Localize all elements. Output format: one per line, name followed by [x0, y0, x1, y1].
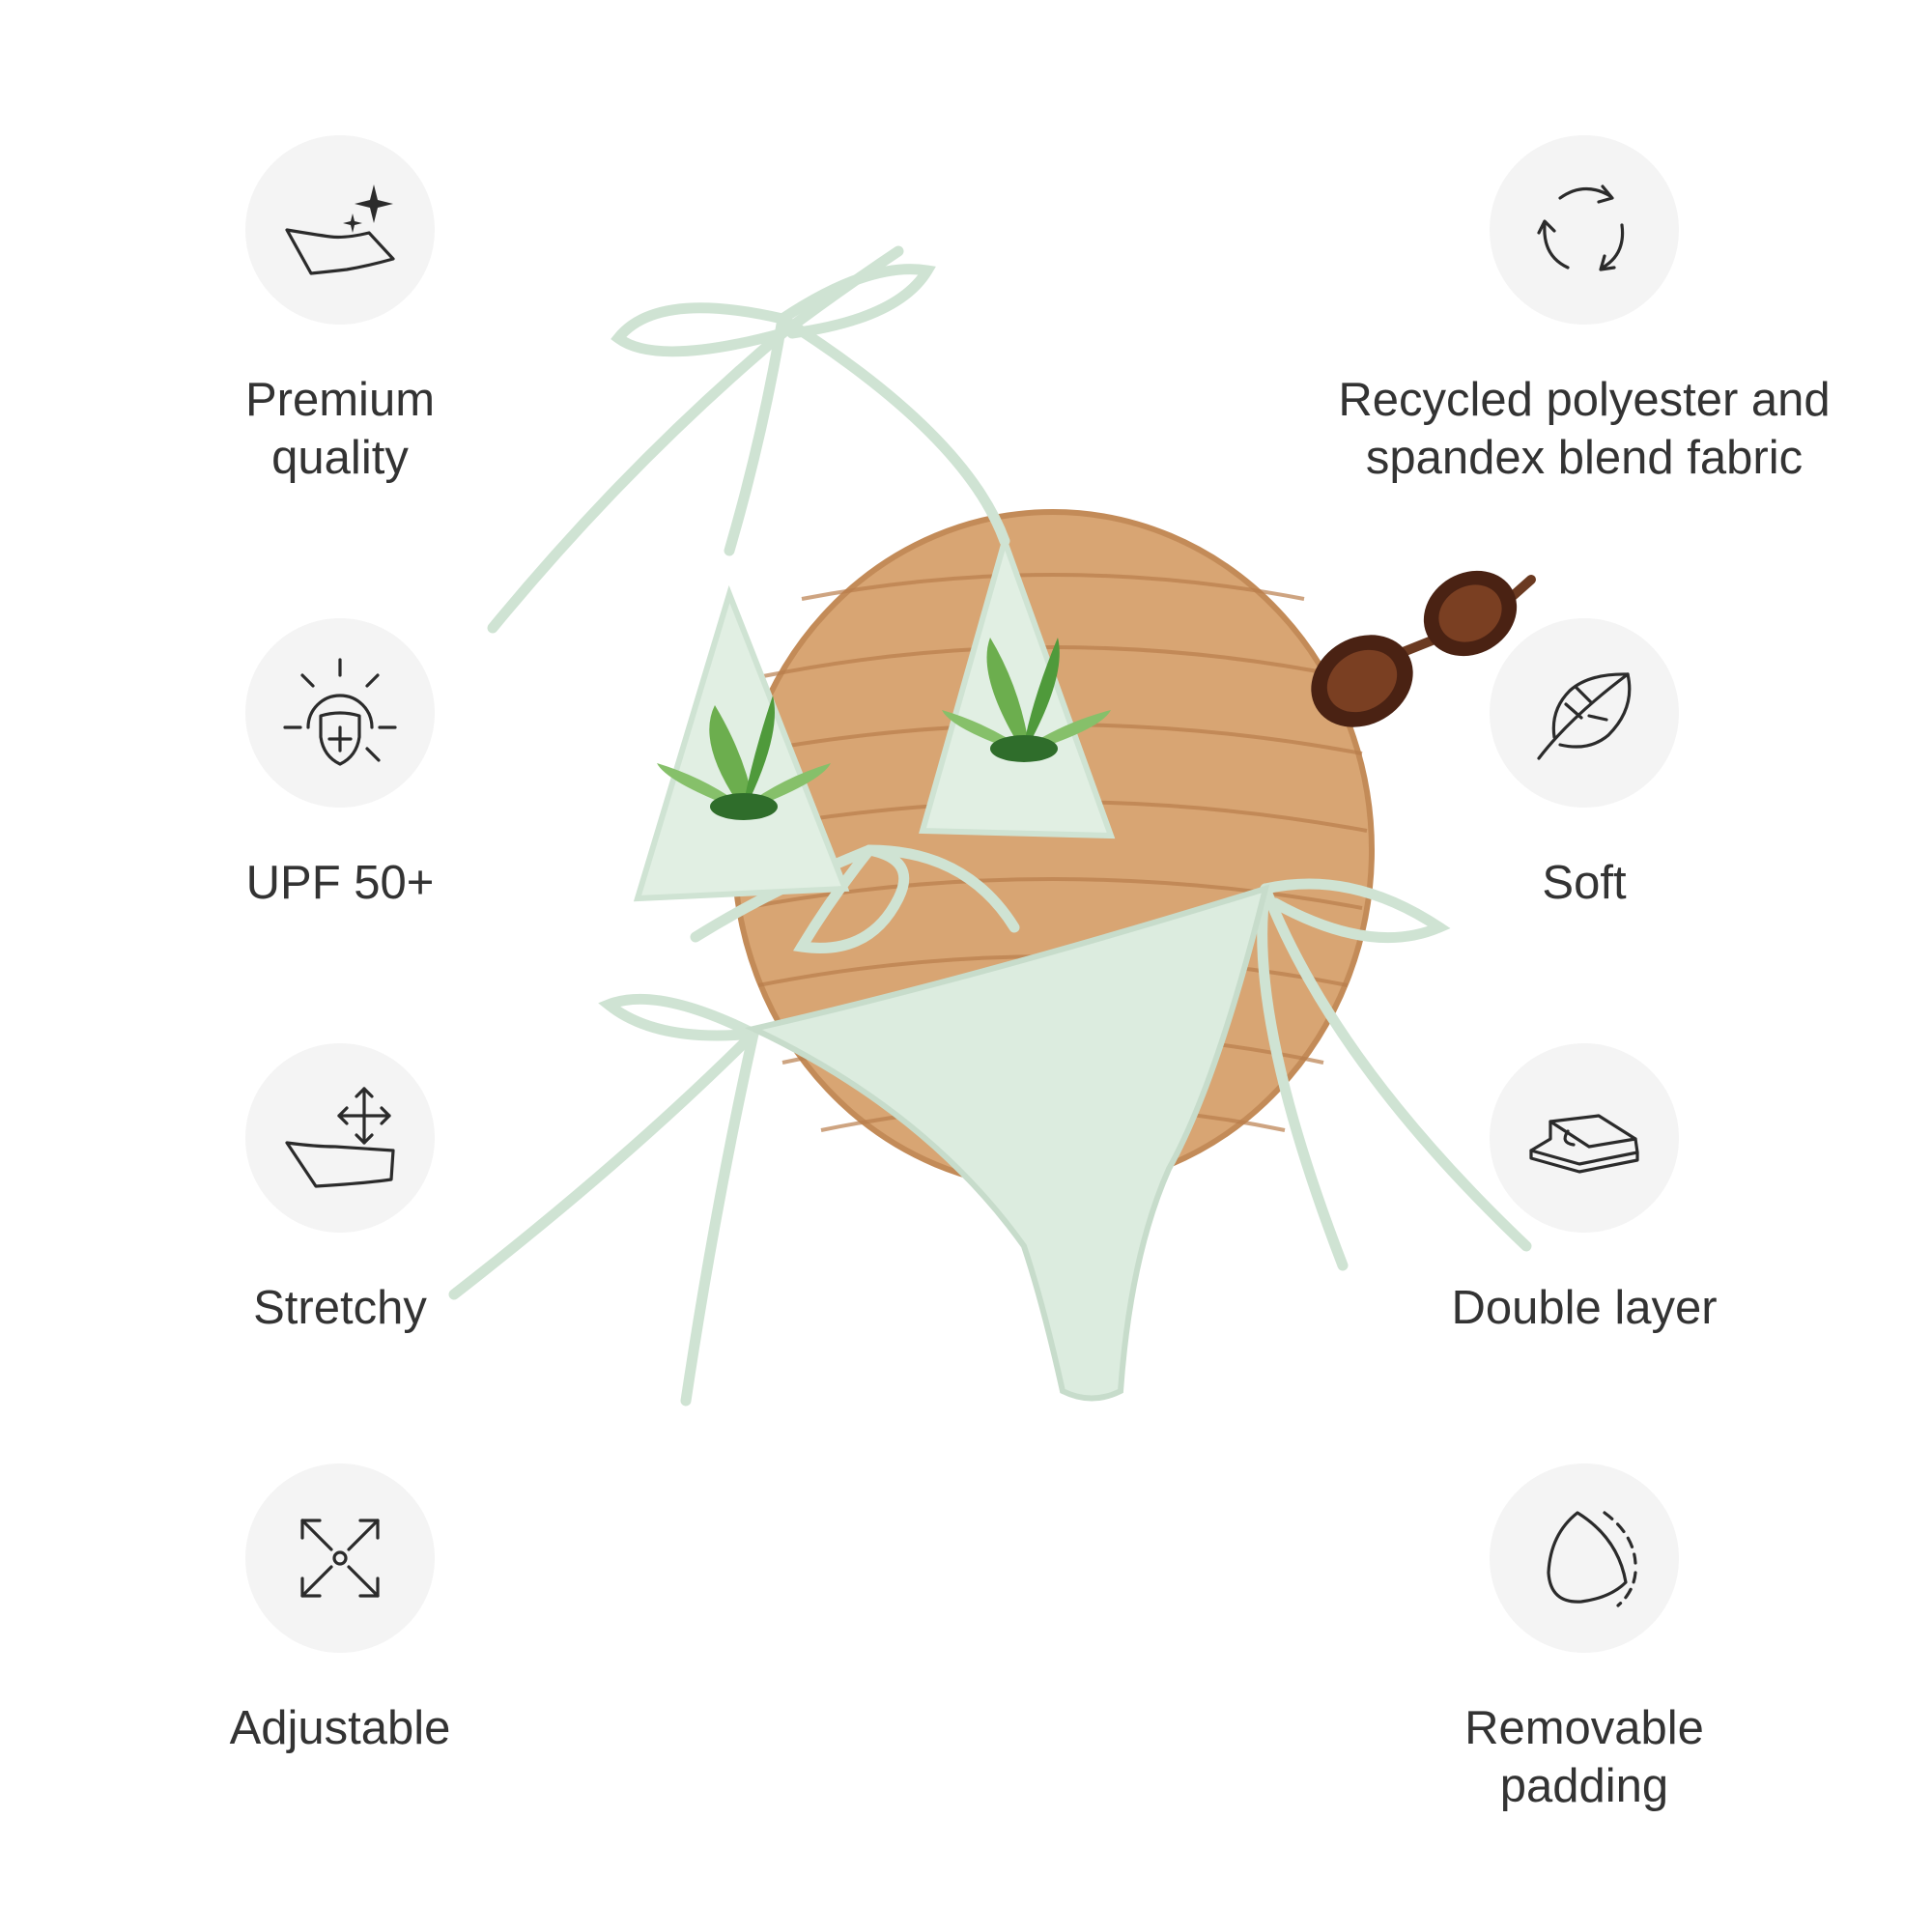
feature-recycled-fabric: Recycled polyester and spandex blend fab…	[1314, 135, 1855, 487]
recycle-icon	[1537, 185, 1625, 271]
bikini-strings	[448, 245, 1532, 1406]
feature-removable-padding: Removable padding	[1314, 1463, 1855, 1815]
feature-label: Removable padding	[1464, 1702, 1704, 1812]
feature-label: Recycled polyester and spandex blend fab…	[1338, 374, 1831, 484]
sun-shield-icon	[283, 658, 397, 766]
icon-circle	[1490, 135, 1679, 325]
icon-circle	[1490, 618, 1679, 808]
feature-soft: Soft	[1314, 618, 1855, 912]
bikini-top	[633, 531, 1116, 902]
padding-cup-icon	[1547, 1511, 1637, 1607]
feature-label: Soft	[1542, 857, 1627, 909]
icon-circle	[245, 135, 435, 325]
feature-premium-quality: Premium quality	[70, 135, 611, 487]
feature-label: Double layer	[1451, 1282, 1718, 1334]
feature-label: Premium quality	[244, 374, 436, 484]
feature-label: Adjustable	[229, 1702, 451, 1754]
icon-circle	[245, 618, 435, 808]
feature-label: UPF 50+	[245, 857, 435, 909]
icon-circle	[1490, 1043, 1679, 1233]
feature-double-layer: Double layer	[1314, 1043, 1855, 1337]
layers-icon	[1529, 1114, 1639, 1174]
icon-circle	[245, 1043, 435, 1233]
feature-stretchy: Stretchy	[70, 1043, 611, 1337]
feature-label: Stretchy	[253, 1282, 427, 1334]
sparkle-fabric-icon	[285, 185, 395, 275]
bikini-bottom	[744, 884, 1270, 1402]
stretch-arrows-icon	[285, 1087, 395, 1188]
expand-arrows-icon	[300, 1519, 380, 1598]
feature-upf: UPF 50+	[70, 618, 611, 912]
sunglasses	[1311, 570, 1536, 727]
leaf-print	[657, 638, 1111, 820]
icon-circle	[1490, 1463, 1679, 1653]
icon-circle	[245, 1463, 435, 1653]
feature-adjustable: Adjustable	[70, 1463, 611, 1757]
feather-icon	[1537, 672, 1632, 760]
